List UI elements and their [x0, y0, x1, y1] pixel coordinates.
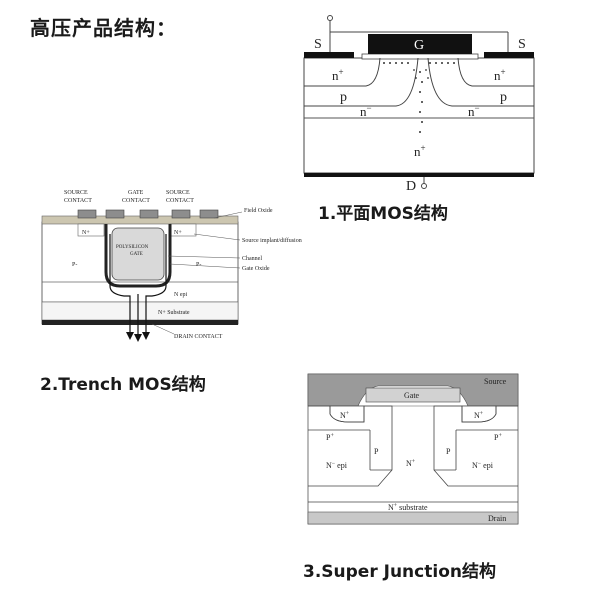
- trench-source-contact-right-2: CONTACT: [166, 198, 194, 204]
- planar-source-right-label: S: [518, 37, 526, 52]
- planar-source-metal-right: [484, 52, 534, 58]
- trench-nplus-left: [77, 223, 105, 237]
- trench-channel-label: Channel: [242, 256, 262, 262]
- planar-drain-label: D: [406, 179, 416, 194]
- super-junction-caption: 3.Super Junction结构: [303, 562, 496, 582]
- trench-source-contact-left-2: CONTACT: [64, 198, 92, 204]
- sj-pplus-right-label: P+: [494, 433, 502, 442]
- trench-gate-oxide: [104, 224, 172, 288]
- planar-p-well-right: [427, 57, 534, 107]
- sj-gate: [365, 387, 461, 403]
- planar-nplus-left: [304, 57, 381, 87]
- sj-n-center-label: N+: [406, 459, 416, 468]
- planar-drain-metal: [304, 173, 534, 177]
- sj-drain-label: Drain: [488, 514, 506, 523]
- planar-nminus-left-label: n−: [360, 103, 372, 119]
- sj-nplus-left-label: N+: [340, 411, 350, 420]
- trench-polysilicon-label-2: GATE: [130, 252, 143, 257]
- planar-nplus-left-label: n+: [332, 67, 344, 83]
- trench-contact-pads: [77, 209, 219, 219]
- trench-current-arrows: [109, 234, 167, 336]
- sj-gate-label: Gate: [404, 391, 420, 400]
- planar-nminus-right-label: n−: [468, 103, 480, 119]
- sj-source-label: Source: [484, 377, 507, 386]
- sj-p-pillar-left: [308, 405, 393, 487]
- planar-gate-oxide: [361, 53, 479, 60]
- planar-gate-label: G: [414, 38, 424, 53]
- trench-source-contact-left-1: SOURCE: [64, 190, 88, 196]
- sj-p-left-label: P: [374, 447, 379, 456]
- planar-top-terminal-dot: [327, 15, 333, 21]
- super-junction-diagram: Source Gate N+ N+ P+ P+ P P N−epi N−epi …: [307, 373, 519, 525]
- sj-pplus-left-label: P+: [326, 433, 334, 442]
- planar-channel-dots: [383, 62, 455, 133]
- trench-gate-contact-1: GATE: [128, 190, 144, 196]
- trench-source-contact-right-1: SOURCE: [166, 190, 190, 196]
- trench-substrate-label: N+ Substrate: [158, 310, 190, 316]
- planar-substrate-label: n+: [414, 143, 426, 159]
- sj-p-right-label: P: [446, 447, 451, 456]
- trench-field-oxide-label: Field Oxide: [244, 208, 273, 214]
- planar-source-metal-left: [304, 52, 354, 58]
- sj-nplus-right-label: N+: [474, 411, 484, 420]
- trench-mos-diagram: SOURCE CONTACT GATE CONTACT SOURCE CONTA…: [41, 190, 302, 342]
- sj-substrate-label: N+substrate: [388, 503, 428, 512]
- trench-pminus-right-label: P-: [196, 262, 201, 268]
- trench-mos-caption: 2.Trench MOS结构: [40, 375, 206, 395]
- planar-nplus-right-label: n+: [494, 67, 506, 83]
- sj-nepi-left-label: N−epi: [326, 461, 348, 470]
- trench-substrate: [41, 301, 239, 321]
- trench-drain-contact-label: DRAIN CONTACT: [174, 334, 223, 340]
- planar-drain-terminal-dot: [421, 183, 427, 189]
- planar-mos-diagram: S S G D n+ n+ p p n− n− n+: [303, 15, 535, 194]
- planar-source-left-label: S: [314, 37, 322, 52]
- trench-drain-metal: [42, 320, 238, 325]
- sj-drain-metal: [307, 511, 519, 525]
- trench-nplus-left-label: N+: [82, 230, 90, 236]
- planar-body: [303, 57, 535, 174]
- planar-nplus-right: [457, 57, 534, 87]
- trench-nepi-label: N epi: [174, 292, 187, 298]
- trench-nplus-right-label: N+: [174, 230, 182, 236]
- trench-pminus-left-label: P-: [72, 262, 77, 268]
- planar-mos-caption: 1.平面MOS结构: [318, 204, 448, 224]
- planar-gate: [368, 34, 472, 54]
- trench-gate-contact-2: CONTACT: [122, 198, 150, 204]
- sj-nepi-right-label: N−epi: [472, 461, 494, 470]
- sj-p-pillar-right: [433, 405, 518, 487]
- planar-p-left-label: p: [340, 90, 347, 105]
- trench-leader-lines: [151, 211, 243, 335]
- trench-arrow-heads: [126, 332, 150, 342]
- planar-p-right-label: p: [500, 90, 507, 105]
- trench-polysilicon-label-1: POLYSILICON: [116, 245, 149, 250]
- trench-gate-oxide-label: Gate Oxide: [242, 266, 270, 272]
- trench-source-implant-label: Source implant/diffusion: [242, 237, 302, 244]
- trench-poly-gate: [111, 227, 165, 281]
- planar-p-well-left: [304, 57, 419, 107]
- page-title: 高压产品结构：: [30, 16, 177, 40]
